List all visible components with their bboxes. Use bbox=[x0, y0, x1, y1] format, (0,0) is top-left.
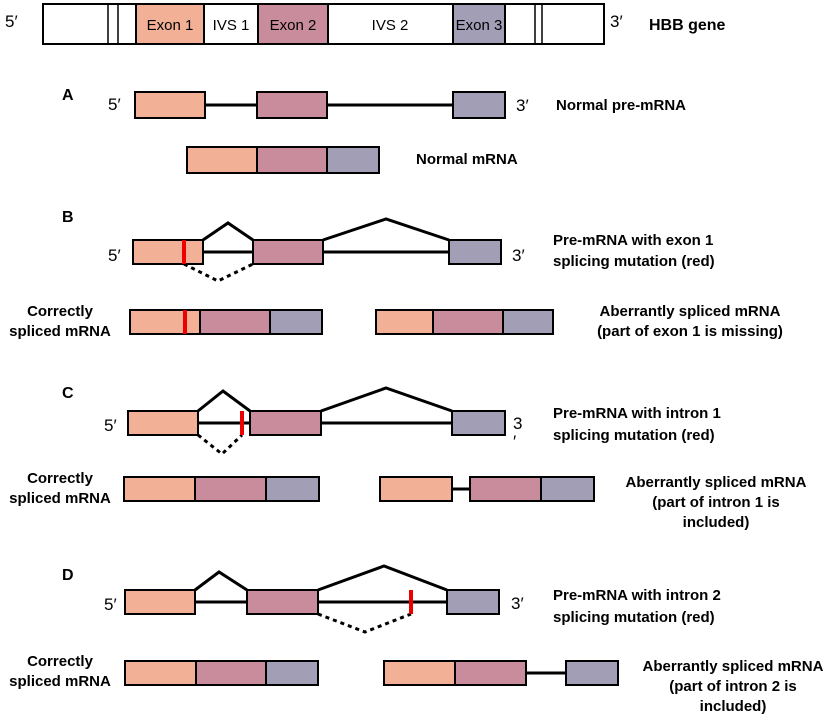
panel-b-aberrant-line1: Aberrantly spliced mRNA bbox=[600, 303, 781, 320]
correct-exon1-box bbox=[123, 476, 196, 502]
gene-exon2-box bbox=[257, 3, 329, 45]
splice-arc bbox=[322, 217, 450, 242]
panel-a: A 5′ 3′ Normal pre-mRNA Normal mRNA bbox=[62, 87, 686, 174]
splice-arc bbox=[317, 564, 448, 592]
panel-c-premrna-line2: splicing mutation (red) bbox=[553, 427, 715, 444]
gene-exon3-box bbox=[452, 3, 506, 45]
mrna-exon2-box bbox=[256, 146, 328, 174]
exon1-box bbox=[127, 410, 199, 436]
panel-a-three-prime: 3′ bbox=[516, 96, 529, 115]
exon2-box bbox=[249, 410, 322, 436]
panel-d-aberrant-line2: (part of intron 2 is bbox=[669, 678, 797, 695]
correct-exon3-box bbox=[265, 476, 320, 502]
aberrant-exon3-box bbox=[502, 309, 554, 335]
exon2-box bbox=[246, 589, 319, 615]
aberrant-exon1-box bbox=[383, 660, 456, 686]
panel-c-aberrant-line1: Aberrantly spliced mRNA bbox=[626, 474, 807, 491]
gene-ivs1-label: IVS 1 bbox=[213, 17, 250, 34]
panel-b-three-prime: 3′ bbox=[512, 246, 525, 265]
mrna-exon1-box bbox=[186, 146, 258, 174]
splice-arc bbox=[202, 221, 254, 242]
correct-exon2-box bbox=[195, 660, 267, 686]
gene-title: HBB gene bbox=[649, 17, 726, 34]
panel-d-three-prime: 3′ bbox=[511, 594, 524, 613]
correct-exon1-box bbox=[124, 660, 197, 686]
panel-b-letter: B bbox=[62, 209, 74, 226]
panel-d-aberrant-line3: included) bbox=[700, 698, 767, 715]
correct-exon1-box bbox=[129, 309, 201, 335]
panel-c-aberrant-line2: (part of intron 1 is bbox=[652, 494, 780, 511]
correct-exon2-box bbox=[199, 309, 271, 335]
gene-five-prime-label: 5′ bbox=[5, 12, 18, 31]
panel-c-three-prime-a: 3 bbox=[513, 414, 522, 433]
aberrant-splice-arc bbox=[317, 612, 412, 634]
aberrant-exon2-box bbox=[454, 660, 527, 686]
panel-c-premrna-line1: Pre-mRNA with intron 1 bbox=[553, 405, 721, 422]
aberrant-splice-arc bbox=[197, 433, 244, 456]
panel-c-five-prime: 5′ bbox=[104, 416, 117, 435]
aberrant-splice-arc bbox=[183, 262, 254, 283]
panel-c-correct-line2: spliced mRNA bbox=[9, 490, 111, 507]
panel-b-aberrant-line2: (part of exon 1 is missing) bbox=[597, 323, 783, 340]
panel-b: B 5′ 3′ Pre-mRNA with exon 1 splicing mu… bbox=[9, 209, 783, 340]
exon1-box bbox=[134, 91, 206, 119]
exon1-box bbox=[132, 239, 204, 265]
panel-d-aberrant-line1: Aberrantly spliced mRNA bbox=[643, 658, 824, 675]
gene-exon2-label: Exon 2 bbox=[270, 17, 317, 34]
aberrant-exon2-box bbox=[469, 476, 542, 502]
panel-b-correct-line2: spliced mRNA bbox=[9, 323, 111, 340]
panel-d-premrna-line2: splicing mutation (red) bbox=[553, 609, 715, 626]
panel-a-five-prime: 5′ bbox=[108, 95, 121, 114]
mrna-exon3-box bbox=[326, 146, 380, 174]
aberrant-exon1-box bbox=[375, 309, 434, 335]
gene-three-prime-label: 3′ bbox=[610, 12, 623, 31]
panel-b-premrna-line1: Pre-mRNA with exon 1 bbox=[553, 232, 713, 249]
panel-d-correct-line2: spliced mRNA bbox=[9, 673, 111, 690]
exon3-box bbox=[448, 239, 502, 265]
gene-exon1-label: Exon 1 bbox=[147, 17, 194, 34]
panel-c-correct-line1: Correctly bbox=[27, 470, 94, 487]
aberrant-exon1-box bbox=[379, 476, 453, 502]
aberrant-exon3-box bbox=[565, 660, 619, 686]
panel-a-premrna-label: Normal pre-mRNA bbox=[556, 97, 686, 114]
exon3-box bbox=[451, 410, 506, 436]
exon2-box bbox=[252, 239, 324, 265]
splice-arc bbox=[320, 386, 453, 413]
gene-exon1-box bbox=[135, 3, 205, 45]
splice-arc bbox=[194, 570, 248, 592]
aberrant-exon3-box bbox=[540, 476, 595, 502]
correct-exon3-box bbox=[265, 660, 319, 686]
panel-b-five-prime: 5′ bbox=[108, 246, 121, 265]
aberrant-exon2-box bbox=[432, 309, 504, 335]
panel-d-correct-line1: Correctly bbox=[27, 653, 94, 670]
panel-c-letter: C bbox=[62, 385, 74, 402]
panel-d: D 5′ 3′ Pre-mRNA with intron 2 splicing … bbox=[9, 564, 824, 715]
panel-b-premrna-line2: splicing mutation (red) bbox=[553, 253, 715, 270]
panel-d-premrna-line1: Pre-mRNA with intron 2 bbox=[553, 587, 721, 604]
panel-c-aberrant-line3: included) bbox=[683, 514, 750, 531]
exon2-box bbox=[256, 91, 328, 119]
exon3-box bbox=[452, 91, 506, 119]
panel-c: C 5′ 3 ′ Pre-mRNA with intron 1 splicing… bbox=[9, 385, 806, 531]
panel-a-letter: A bbox=[62, 87, 74, 104]
gene-ivs2-label: IVS 2 bbox=[372, 17, 409, 34]
splice-arc bbox=[197, 389, 251, 413]
panel-b-correct-line1: Correctly bbox=[27, 303, 94, 320]
panel-c-three-prime-b: ′ bbox=[513, 432, 516, 451]
panel-d-five-prime: 5′ bbox=[104, 595, 117, 614]
panel-a-mrna-label: Normal mRNA bbox=[416, 151, 518, 168]
correct-exon2-box bbox=[194, 476, 267, 502]
exon3-box bbox=[446, 589, 500, 615]
panel-d-letter: D bbox=[62, 567, 74, 584]
exon1-box bbox=[124, 589, 196, 615]
hbb-gene-map: 5′ Exon 1 IVS 1 Exon 2 IVS 2 Exon 3 3′ H… bbox=[5, 3, 726, 45]
correct-exon3-box bbox=[269, 309, 323, 335]
gene-exon3-label: Exon 3 bbox=[456, 17, 503, 34]
